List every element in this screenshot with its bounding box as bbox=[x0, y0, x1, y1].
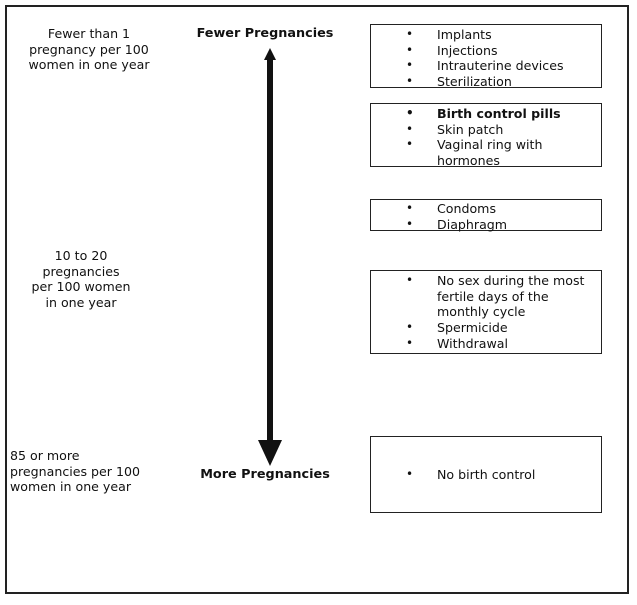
bullet-icon: • bbox=[406, 42, 414, 57]
bullet-icon: • bbox=[406, 201, 414, 215]
method-item-label: Implants bbox=[437, 27, 492, 42]
method-item-label: Skin patch bbox=[437, 121, 504, 137]
method-item-label: Intrauterine devices bbox=[437, 58, 564, 74]
method-box-5: • No birth control bbox=[370, 436, 602, 513]
method-box-3: • Condoms • Diaphragm bbox=[370, 199, 602, 232]
method-item-label: No birth control bbox=[437, 467, 536, 482]
method-item: • Implants bbox=[371, 27, 601, 43]
bullet-icon: • bbox=[406, 121, 414, 136]
method-item: • Condoms bbox=[371, 201, 601, 217]
method-list: • Birth control pills • Skin patch • Vaginal … bbox=[371, 106, 601, 169]
method-item: • Skin patch bbox=[371, 122, 601, 138]
rate-label-low: Fewer than 1 pregnancy per 100 women in … bbox=[16, 26, 162, 73]
method-item: • Injections bbox=[371, 43, 601, 59]
rate-line: per 100 women bbox=[31, 279, 131, 294]
method-item: • Sterilization bbox=[371, 74, 601, 90]
rate-line: Fewer than 1 bbox=[47, 26, 131, 41]
method-item: • Intrauterine devices bbox=[371, 58, 601, 74]
rate-line: pregnancies bbox=[42, 263, 120, 279]
bullet-icon: • bbox=[406, 273, 414, 287]
bullet-icon: • bbox=[406, 74, 414, 89]
method-box-1: • Implants • Injections • Intrauterine device… bbox=[370, 24, 602, 90]
rate-line: pregnancy per 100 bbox=[29, 41, 149, 57]
method-item-label: Sterilization bbox=[437, 74, 512, 90]
rate-line: 10 to 20 bbox=[54, 248, 108, 263]
method-item: • Spermicide bbox=[371, 320, 601, 336]
arrow-shaft bbox=[267, 58, 273, 448]
bullet-icon: • bbox=[406, 106, 414, 120]
method-item-label: Condoms bbox=[437, 201, 497, 216]
bullet-icon: • bbox=[406, 137, 414, 152]
bullet-icon: • bbox=[406, 320, 414, 335]
rate-line: women in one year bbox=[28, 57, 150, 72]
method-list: • No birth control bbox=[371, 467, 601, 483]
method-item-label: Vaginal ring with hormones bbox=[437, 137, 543, 169]
axis-label-top: Fewer Pregnancies bbox=[196, 26, 334, 41]
bullet-icon: • bbox=[406, 58, 414, 73]
arrow-head-down bbox=[258, 440, 282, 466]
method-box-2: • Birth control pills • Skin patch • Vaginal … bbox=[370, 103, 602, 169]
method-item: • Diaphragm bbox=[371, 217, 601, 233]
bullet-icon: • bbox=[406, 467, 414, 481]
method-item-label: Spermicide bbox=[437, 320, 508, 336]
bullet-icon: • bbox=[406, 335, 414, 350]
bullet-icon: • bbox=[406, 27, 414, 41]
method-item-label: Withdrawal bbox=[437, 335, 508, 351]
rate-label-mid: 10 to 20 pregnancies per 100 women in on… bbox=[22, 248, 140, 310]
diagram-frame bbox=[5, 5, 629, 594]
method-item: • Vaginal ring with hormones bbox=[371, 137, 601, 168]
method-item: • No sex during the most fertile days of … bbox=[371, 273, 601, 320]
double-arrow-icon bbox=[258, 48, 282, 466]
method-item: • Birth control pills bbox=[371, 106, 601, 122]
axis-label-bottom: More Pregnancies bbox=[200, 467, 330, 482]
arrow-head-up bbox=[264, 48, 276, 60]
method-item: • No birth control bbox=[371, 467, 601, 483]
rate-label-high: 85 or more pregnancies per 100 women in … bbox=[10, 448, 158, 495]
method-list: • Condoms • Diaphragm bbox=[371, 201, 601, 232]
method-item: • Withdrawal bbox=[371, 336, 601, 352]
method-item-label: Diaphragm bbox=[437, 216, 508, 232]
rate-line: women in one year bbox=[10, 479, 132, 494]
method-box-4: • No sex during the most fertile days of … bbox=[370, 270, 602, 354]
rate-line: 85 or more bbox=[10, 448, 80, 463]
method-item-label: Injections bbox=[437, 42, 498, 58]
bullet-icon: • bbox=[406, 216, 414, 231]
rate-line: pregnancies per 100 bbox=[10, 463, 141, 479]
method-list: • No sex during the most fertile days of … bbox=[371, 273, 601, 352]
method-item-label: Birth control pills bbox=[437, 106, 561, 121]
method-list: • Implants • Injections • Intrauterine device… bbox=[371, 27, 601, 90]
rate-line: in one year bbox=[45, 294, 117, 310]
method-item-label: No sex during the most fertile days of t… bbox=[437, 273, 585, 320]
